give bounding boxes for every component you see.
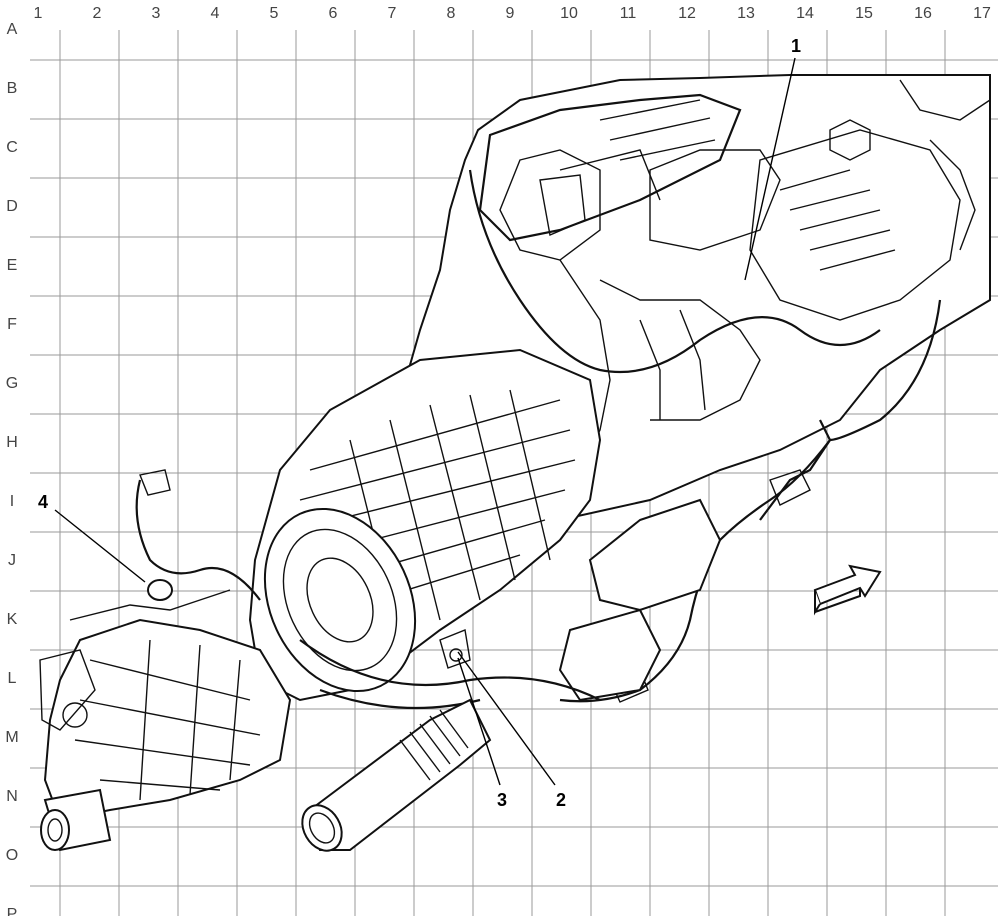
transfer-case (43, 618, 292, 822)
engine-transmission-drawing (39, 74, 991, 852)
column-label: 11 (620, 5, 637, 22)
column-label: 8 (447, 5, 456, 22)
row-label: N (6, 788, 18, 805)
callout-2-leader (457, 651, 556, 786)
callout-3-label: 3 (497, 790, 507, 810)
column-label: 6 (329, 5, 338, 22)
row-label: F (7, 316, 17, 333)
wiring-harness (468, 169, 881, 374)
column-label: 5 (270, 5, 279, 22)
forward-arrow-icon (813, 564, 882, 616)
transmission-rear-housing (263, 507, 417, 693)
row-label: O (6, 847, 18, 864)
harness-connector (147, 579, 173, 601)
column-label: 3 (152, 5, 161, 22)
row-label: A (7, 21, 18, 38)
output-shaft-flange (40, 809, 70, 851)
row-label: M (5, 729, 18, 746)
row-label: B (7, 80, 18, 97)
row-label: E (7, 257, 18, 274)
callout-2-label: 2 (556, 790, 566, 810)
column-label: 14 (796, 5, 814, 22)
callout-3-leader (457, 657, 501, 786)
row-label: I (10, 493, 14, 510)
column-label: 16 (914, 5, 932, 22)
column-label: 17 (973, 5, 991, 22)
row-label: C (6, 139, 18, 156)
row-label: P (7, 906, 18, 916)
callout-4-label: 4 (38, 492, 48, 512)
row-label: L (8, 670, 17, 687)
column-label: 4 (211, 5, 220, 22)
row-label: D (6, 198, 18, 215)
row-labels: A B C D E F G H I J K L M N O P (5, 21, 18, 916)
column-label: 1 (34, 5, 43, 22)
callout-1-label: 1 (791, 36, 801, 56)
column-label: 9 (506, 5, 515, 22)
row-label: G (6, 375, 18, 392)
row-label: J (8, 552, 16, 569)
row-label: H (6, 434, 18, 451)
column-label: 15 (855, 5, 873, 22)
column-label: 2 (93, 5, 102, 22)
column-label: 10 (560, 5, 578, 22)
column-label: 13 (737, 5, 755, 22)
callout-4-leader (54, 509, 146, 583)
catalytic-converter-left (558, 608, 662, 702)
callout-1-leader (744, 57, 796, 281)
catalytic-converter-right (588, 498, 722, 612)
exhaust-pipe-end (301, 804, 343, 852)
row-label: K (7, 611, 18, 628)
column-label: 12 (678, 5, 696, 22)
column-label: 7 (388, 5, 397, 22)
